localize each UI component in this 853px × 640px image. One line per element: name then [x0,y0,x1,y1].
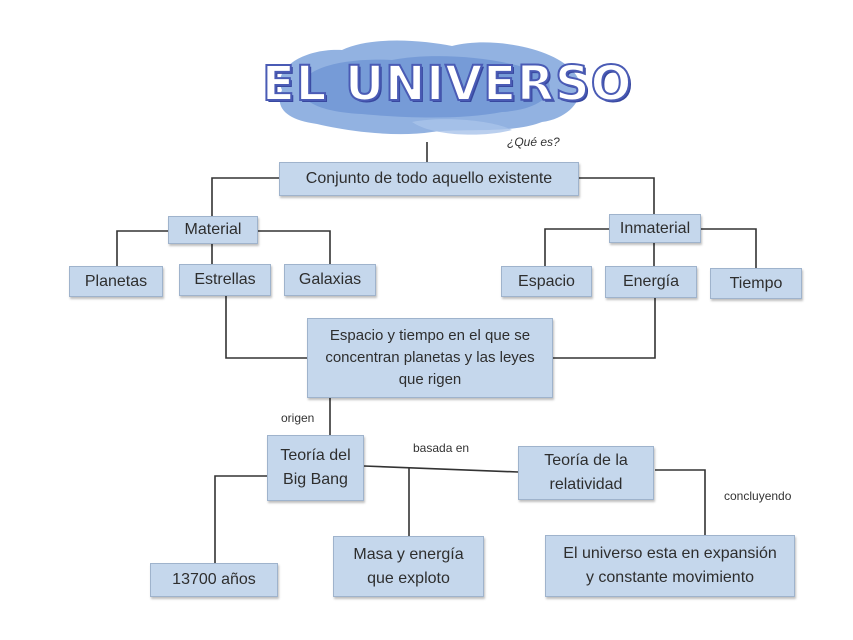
connector-inmaterial-espacio [544,228,609,266]
node-expansion: El universo esta en expansión y constant… [545,535,795,597]
node-espacio: Espacio [501,266,592,297]
node-big-bang: Teoría del Big Bang [267,435,364,501]
node-relatividad: Teoría de la relatividad [518,446,654,500]
label-origen: origen [281,411,315,425]
connector-energia-espaciotiempo [553,298,656,359]
label-concluyendo: concluyendo [724,489,792,503]
node-masa-energia: Masa y energía que exploto [333,536,484,597]
connector-material-planetas [116,230,168,266]
node-inmaterial: Inmaterial [609,214,701,243]
connector-definicion-inmaterial [579,177,655,214]
watercolor-blob-icon [279,40,581,135]
node-energia: Energía [605,266,697,298]
page-title: EL UNIVERSO [261,55,633,113]
node-anios: 13700 años [150,563,278,597]
node-estrellas: Estrellas [179,264,271,296]
connector-bigbang-relatividad [363,465,519,473]
node-planetas: Planetas [69,266,163,297]
connector-estrellas-espaciotiempo [225,296,307,359]
title-banner: EL UNIVERSO [261,30,633,140]
node-material: Material [168,216,258,244]
label-basada-en: basada en [413,441,470,455]
connector-material-galaxias [258,230,331,264]
connector-inmaterial-tiempo [701,228,757,268]
node-espacio-tiempo: Espacio y tiempo en el que se concentran… [307,318,553,398]
node-definicion: Conjunto de todo aquello existente [279,162,579,196]
node-galaxias: Galaxias [284,264,376,296]
node-tiempo: Tiempo [710,268,802,299]
connector-bigbang-anios [214,475,267,563]
connector-relatividad-expansion [655,469,706,535]
connector-definicion-material [211,177,279,218]
label-que-es: ¿Qué es? [507,135,560,149]
